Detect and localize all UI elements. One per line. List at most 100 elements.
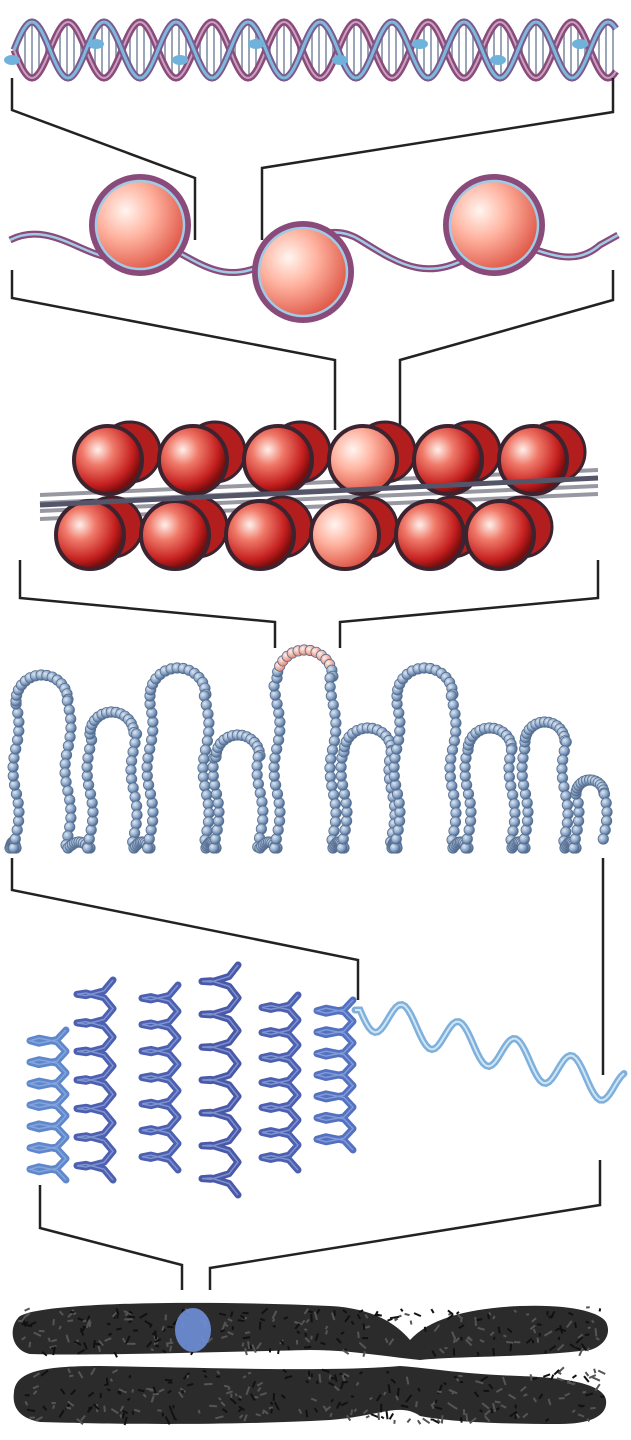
chromatin-bead [506,745,516,755]
chromatin-bead [65,822,75,832]
dna-groove [4,55,20,65]
nucleosome [329,426,397,494]
chromatin-bead [85,744,95,754]
chromatin-bead [598,834,608,844]
chromatin-bead [274,798,284,808]
chromatin-bead [11,744,21,754]
dna-groove [412,39,428,49]
chromatin-bead [200,745,210,755]
dna-groove [248,39,264,49]
chromatin-bead [202,826,212,836]
nucleosome [396,501,464,569]
chromatin-bead [201,700,211,710]
connector-condensed-to-chromosome [40,1160,600,1290]
chromatin-bead [147,798,157,808]
chromatin-bead [570,834,580,844]
dna-groove [332,55,348,65]
chromatin-bead [462,834,472,844]
chromatin-bead [128,783,138,793]
chromatin-bead [465,798,475,808]
nucleosome [74,426,142,494]
chromatin-fiber [40,422,598,569]
chromatin-bead [329,826,339,836]
chromatin-bead [147,708,157,718]
extended-chromatin-tail [355,1005,624,1101]
chromatin-bead [272,789,282,799]
chromatin-bead [253,779,263,789]
chromatin-bead [508,826,518,836]
chromatin-bead [272,699,282,709]
chromatin-bead [447,745,457,755]
chromatin-bead [559,782,569,792]
chromatin-bead [255,788,265,798]
chromatin-bead [561,827,571,837]
centromere-marker [175,1308,211,1352]
chromatin-bead [506,781,516,791]
metaphase-chromosome [13,1303,608,1425]
chromatin-bead [63,741,73,751]
chromatin-bead [130,738,140,748]
chromatin-bead [202,736,212,746]
dna-groove [88,39,104,49]
chromatin-bead [85,789,95,799]
dna-double-helix [4,22,616,78]
chromatin-bead [11,789,21,799]
chromatin-bead [449,736,459,746]
chromatin-bead [199,691,209,701]
chromatin-bead [448,700,458,710]
chromatin-bead [327,781,337,791]
chromatin-bead [13,798,23,808]
chromatin-bead [394,798,404,808]
chromatin-bead [62,696,72,706]
chromatin-bead [338,834,348,844]
chromatin-bead [63,786,73,796]
chromatin-bead [446,691,456,701]
chromatin-bead [144,834,154,844]
chromatin-bead [391,834,401,844]
chromatin-bead [61,777,71,787]
chromatin-bead [9,753,19,763]
chromatin-bead [328,700,338,710]
chromatin-bead [145,789,155,799]
chromatin-bead [600,825,610,835]
looped-domains [5,645,612,853]
chromatin-bead [13,708,23,718]
nucleosome [159,426,227,494]
chromatin-bead [599,789,609,799]
chromatin-bead [129,828,139,838]
chromatin-bead [449,826,459,836]
nucleosome [141,501,209,569]
connector-fiber-to-loops [20,560,598,648]
chromatin-bead [519,834,529,844]
chromatin-bead [271,834,281,844]
dna-groove [490,55,506,65]
chromatin-bead [390,753,400,763]
chromatin-bead [211,789,221,799]
dna-groove [572,39,588,49]
chromatin-bead [392,744,402,754]
chromatin-bead [339,789,349,799]
nucleosomes-on-dna [10,177,618,320]
chromatin-bead [341,798,351,808]
chromatin-bead [561,737,571,747]
nucleosome [226,501,294,569]
nucleosome [466,501,534,569]
chromatin-bead [520,789,530,799]
chromatin-bead [83,753,93,763]
chromatin-bead [84,834,94,844]
chromatin-bead [272,744,282,754]
chromatin-coil [77,980,113,1180]
chromatin-bead [329,736,339,746]
nucleosome [446,177,542,273]
chromatin-bead [210,834,220,844]
chromatin-bead [145,744,155,754]
chromatin-bead [522,798,532,808]
chromatin-bead [270,753,280,763]
chromatin-bead [143,753,153,763]
nucleosome [255,224,351,320]
connector-loops-to-condensed [12,858,603,1075]
chromatin-bead [65,732,75,742]
condensed-chromatin [30,965,624,1195]
chromatin-bead [256,824,266,834]
